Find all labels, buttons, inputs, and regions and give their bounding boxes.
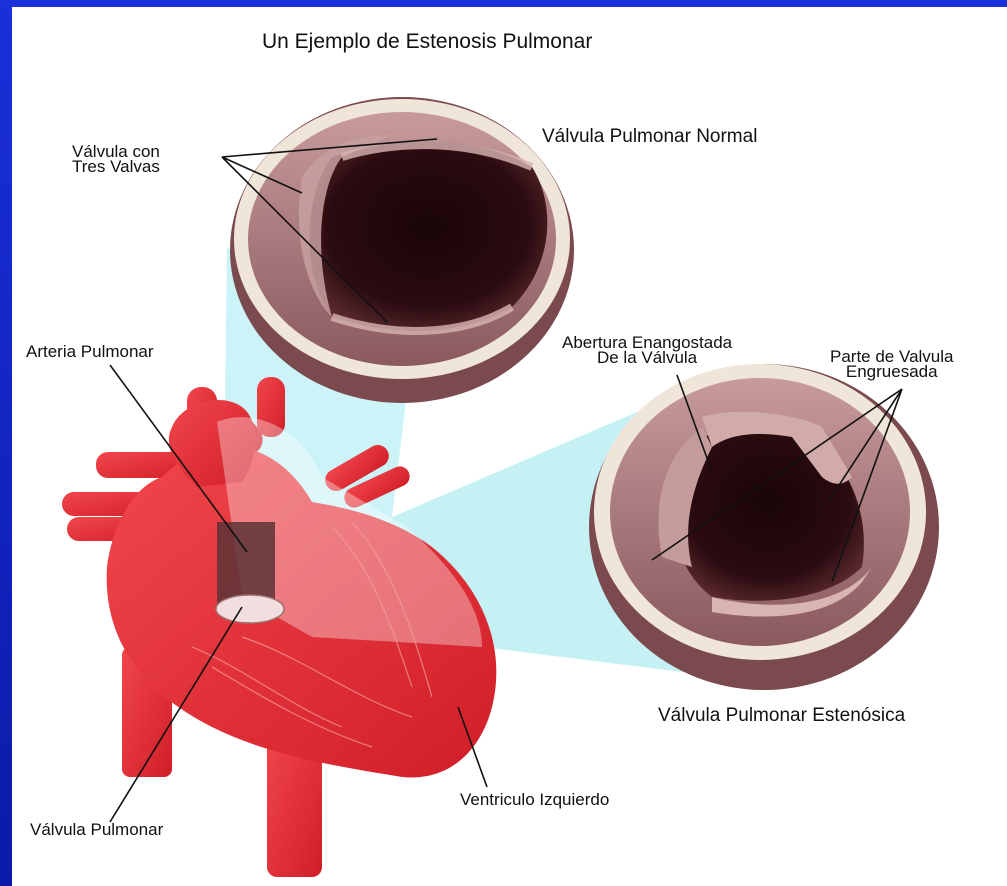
normal-valve (230, 97, 574, 403)
label-thickened-valve-part: Parte de Valvula Engruesada (830, 349, 953, 379)
slide-frame-top (0, 0, 1007, 7)
slide-canvas: Un Ejemplo de Estenosis Pulmonar Válvula… (12, 7, 1007, 886)
label-pulmonary-valve: Válvula Pulmonar (30, 822, 163, 837)
label-tricuspid-valve: Válvula con Tres Valvas (72, 144, 160, 174)
label-stenotic-pulmonary-valve: Válvula Pulmonar Estenósica (658, 706, 905, 726)
pulmonary-valve-disc (216, 595, 284, 623)
stenosis-illustration (12, 7, 1007, 886)
label-narrowed-valve-opening: Abertura Enangostada De la Válvula (562, 335, 732, 365)
pulmonary-artery-tube (217, 522, 275, 607)
label-pulmonary-artery: Arteria Pulmonar (26, 344, 154, 359)
slide-frame-left (0, 0, 12, 886)
diagram-title: Un Ejemplo de Estenosis Pulmonar (262, 31, 592, 53)
label-normal-pulmonary-valve: Válvula Pulmonar Normal (542, 127, 757, 147)
label-left-ventricle: Ventriculo Izquierdo (460, 792, 609, 807)
